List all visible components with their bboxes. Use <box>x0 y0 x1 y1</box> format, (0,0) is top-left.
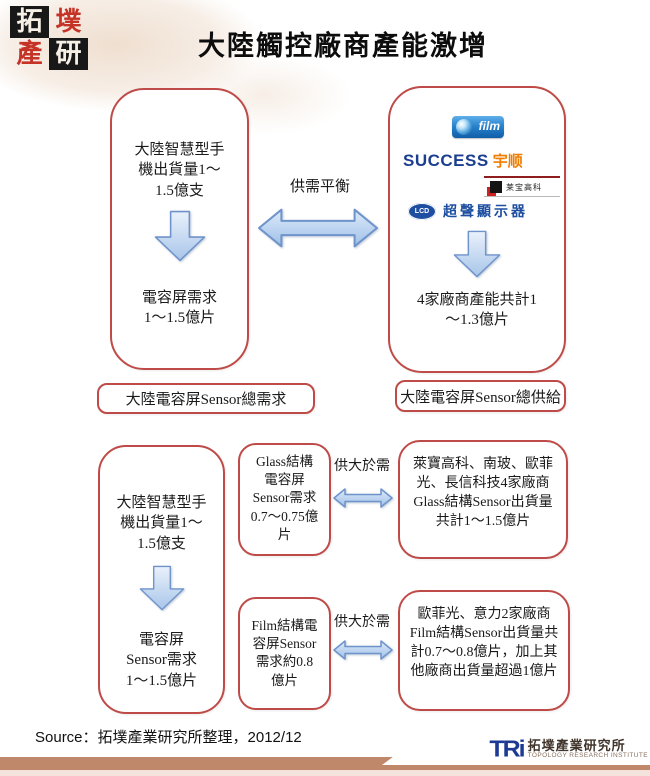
double-arrow-icon <box>258 208 378 248</box>
laibao-mark-icon <box>487 181 502 196</box>
glass-demand-box: Glass結構 電容屏 Sensor需求 0.7～0.75億 片 <box>238 443 331 556</box>
double-arrow-icon <box>333 488 393 508</box>
glass-relation-label: 供大於需 <box>334 459 390 474</box>
tri-footer-logo: TRi 拓墣產業研究所 TOPOLOGY RESEARCH INSTITUTE <box>382 734 650 765</box>
logo-char: 拓 <box>10 6 49 38</box>
supply-total-label: 大陸電容屏Sensor總供給 <box>400 389 561 406</box>
glass-supply-text: 萊寶高科、南玻、歐菲 光、長信科技4家廠商 Glass結構Sensor出貨量 共… <box>413 457 553 529</box>
ultrasonic-badge-icon: LCD <box>408 202 436 220</box>
success-logo-text: SUCCESS <box>403 151 489 170</box>
glass-supply-box: 萊寶高科、南玻、歐菲 光、長信科技4家廠商 Glass結構Sensor出貨量 共… <box>398 440 568 559</box>
down-arrow-icon <box>154 210 205 262</box>
demand-total-label-box: 大陸電容屏Sensor總需求 <box>97 383 315 414</box>
glass-demand-text: Glass結構 電容屏 Sensor需求 0.7～0.75億 片 <box>250 454 319 542</box>
ofilm-globe-icon <box>456 119 472 135</box>
tri-name-en: TOPOLOGY RESEARCH INSTITUTE <box>527 751 648 759</box>
demand-total-label: 大陸電容屏Sensor總需求 <box>125 392 287 408</box>
laibao-rule <box>484 176 560 178</box>
double-arrow-icon <box>333 640 393 660</box>
ultrasonic-logo: LCD 超聲顯示器 <box>408 201 528 221</box>
top-demand-box: 大陸智慧型手 機出貨量1～ 1.5億支 電容屏需求 1～1.5億片 <box>110 88 249 370</box>
down-arrow-icon <box>453 230 501 278</box>
laibao-logo-text: 莱宝高科 <box>506 182 542 192</box>
tri-name-cn: 拓墣產業研究所 <box>527 738 626 754</box>
logo-char: 墣 <box>55 7 82 36</box>
top-supply-box: film SUCCESS 宇顺 莱宝高科 LCD 超聲顯示器 4家廠商產能共計1… <box>388 86 566 373</box>
tri-corner-logo: 拓 墣 產 研 <box>10 6 88 70</box>
tri-wordmark: TRi <box>489 736 525 762</box>
laibao-logo: 莱宝高科 <box>484 176 560 197</box>
bottom-demand-text: 大陸智慧型手 機出貨量1～ 1.5億支 <box>116 495 207 552</box>
film-relation-label: 供大於需 <box>334 615 390 630</box>
ofilm-logo-text: film <box>478 119 500 133</box>
film-supply-text: 歐菲光、意力2家廠商 Film結構Sensor出貨量共 計0.7～0.8億片，加… <box>409 607 559 679</box>
laibao-rule <box>484 196 560 197</box>
top-demand-text2: 電容屏需求 1～1.5億片 <box>141 290 217 327</box>
success-logo: SUCCESS 宇顺 <box>403 150 523 171</box>
film-supply-box: 歐菲光、意力2家廠商 Film結構Sensor出貨量共 計0.7～0.8億片，加… <box>398 590 570 711</box>
top-demand-text: 大陸智慧型手 機出貨量1～ 1.5億支 <box>134 142 225 199</box>
logo-char: 產 <box>16 39 43 68</box>
bottom-demand-text2: 電容屏 Sensor需求 1～1.5億片 <box>125 632 198 689</box>
source-note: Source：拓墣產業研究所整理，2012/12 <box>35 729 302 746</box>
bottom-demand-box: 大陸智慧型手 機出貨量1～ 1.5億支 電容屏 Sensor需求 1～1.5億片 <box>98 445 225 714</box>
footer-strip <box>0 770 650 776</box>
ultrasonic-logo-text: 超聲顯示器 <box>443 205 528 220</box>
page-title: 大陸觸控廠商產能激增 <box>198 31 488 62</box>
film-demand-text: Film結構電 容屏Sensor 需求約0.8 億片 <box>251 618 318 688</box>
supply-total-label-box: 大陸電容屏Sensor總供給 <box>395 380 566 412</box>
down-arrow-icon <box>139 565 184 611</box>
success-logo-cn: 宇顺 <box>492 153 523 170</box>
top-supply-caption: 4家廠商產能共計1 ～1.3億片 <box>416 292 537 329</box>
film-demand-box: Film結構電 容屏Sensor 需求約0.8 億片 <box>238 597 331 710</box>
ofilm-logo: film <box>452 116 504 138</box>
logo-char: 研 <box>49 38 88 70</box>
balance-label: 供需平衡 <box>289 179 350 195</box>
